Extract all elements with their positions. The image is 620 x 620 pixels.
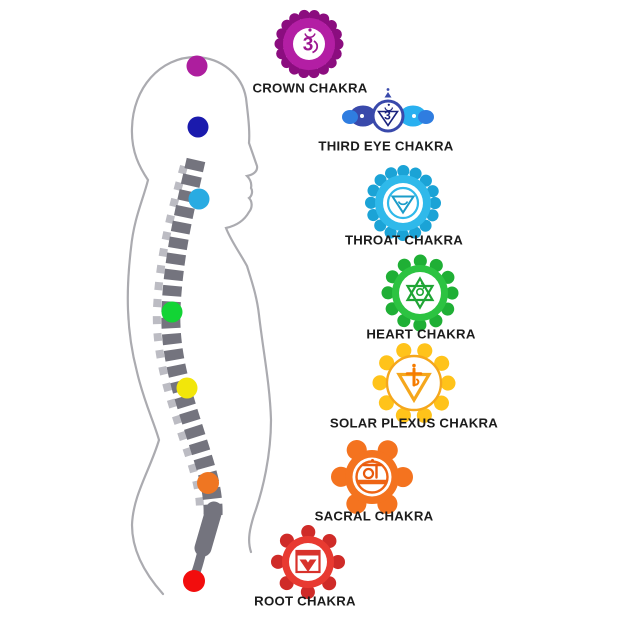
solar-seed-curl [413,378,420,386]
third-eye-om-crescent [384,107,394,112]
spine-processes [152,164,204,511]
left-outer-wing [342,110,358,124]
heart-chakra-label: HEART CHAKRA [366,327,475,342]
triangle-sun-icon [372,341,456,425]
third-eye-chakra-label: THIRD EYE CHAKRA [318,139,453,154]
body-front-line [194,55,273,554]
third-eye-om-glyph: 3 [384,109,391,123]
left-wing-dot [360,114,364,118]
root-chakra-label: ROOT CHAKRA [254,594,356,609]
crown-om-tail [312,40,319,54]
square-lotus-icon [271,525,345,599]
solar-plexus-chakra-symbol [372,341,456,425]
crown-chakra-label: CROWN CHAKRA [252,81,367,96]
crown-om-dot [308,28,312,32]
heart-hexagram-up [405,276,435,302]
heart-inner-disc [399,272,441,314]
sacral-vam-dot [371,459,374,462]
crown-chakra-symbol: 3 [274,9,344,79]
spine-vertebrae [161,157,223,517]
right-wing-dot [412,114,416,118]
root-square-bar [296,551,320,556]
heart-hexagram-down [405,284,435,310]
hexagram-lotus-icon [381,254,459,332]
throat-chakra-point [188,188,210,210]
sacral-chakra-point [197,472,219,494]
chakra-points [161,55,219,592]
root-triangle [299,559,317,572]
spine-tailbone [191,543,208,577]
sacral-chakra-label: SACRAL CHAKRA [315,509,434,524]
solar-plexus-chakra-label: SOLAR PLEXUS CHAKRA [330,416,498,431]
throat-chakra-label: THROAT CHAKRA [345,233,463,248]
solar-plexus-chakra-point [176,377,198,399]
sacral-vam-bowl [362,467,375,480]
crown-om-glyph: 3 [303,35,314,56]
third-eye-om-dot [387,103,390,106]
crown-inner-disc [293,28,325,60]
throat-chakra-symbol [365,165,441,241]
solar-seed-dot [412,363,416,368]
sacral-chakra-symbol [331,436,413,518]
heart-seed-glyph [415,288,425,297]
throat-inner-ring [386,186,420,220]
root-chakra-symbol [271,525,345,599]
crown-om-crescent [304,33,316,39]
spine-sacrum [194,501,223,557]
triangle-lotus-icon [365,165,441,241]
throat-crescent [397,201,409,206]
root-triangle-notch [306,559,310,563]
heart-chakra-point [161,301,183,323]
heart-seed-stem [420,282,425,290]
third-eye-chakra-symbol: 3 [342,88,434,133]
root-chakra-point [183,570,205,592]
vam-lotus-icon [331,436,413,518]
throat-triangle [390,195,416,215]
om-lotus-icon [274,9,344,79]
spine [152,157,223,577]
heart-chakra-symbol [381,254,459,332]
third-eye-triangle [376,110,400,127]
third-eye-crest-dot [386,88,390,91]
third-eye-crest [384,92,392,98]
right-outer-wing [418,110,434,124]
crown-chakra-point [186,55,208,77]
body-outline [126,55,273,596]
third-eye-chakra-point [187,116,209,138]
third-eye-inner-disc [374,102,402,130]
body-back-line [126,55,198,596]
